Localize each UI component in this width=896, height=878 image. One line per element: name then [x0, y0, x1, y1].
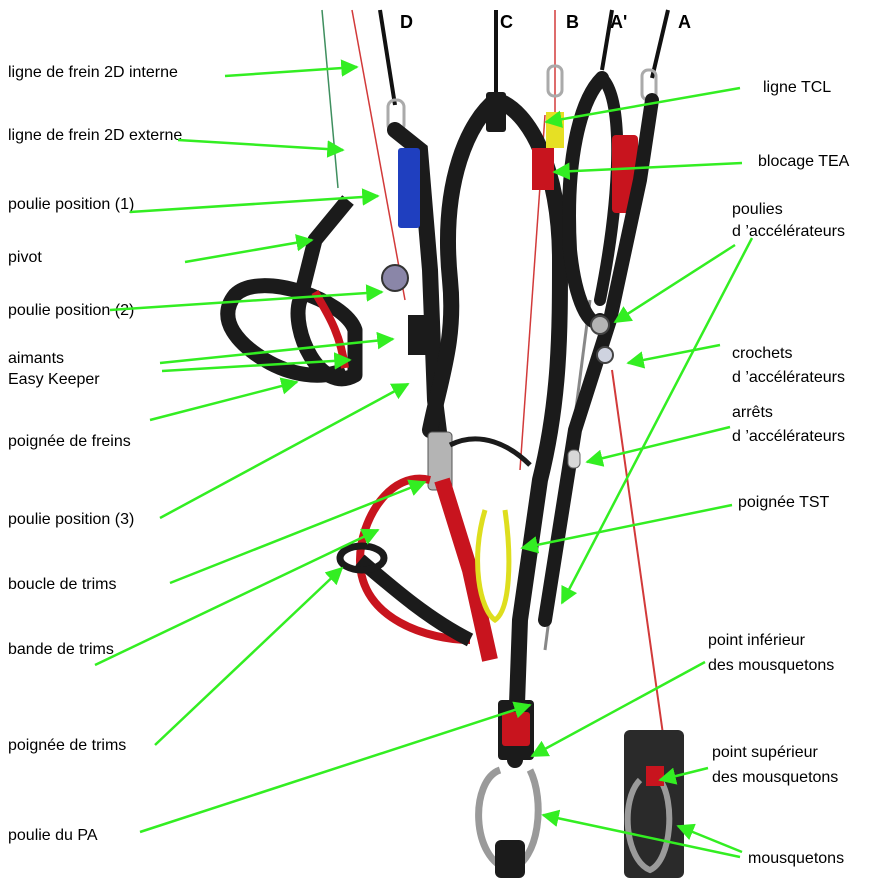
arrow-pa-pulley — [140, 705, 530, 832]
arrow-pulley-position-3 — [160, 384, 408, 518]
arrow-accel-pulleys-long — [562, 238, 752, 603]
arrow-tea-lock — [554, 163, 742, 172]
arrow-brake-line-inner — [225, 67, 357, 76]
arrow-accel-stops — [587, 427, 730, 462]
arrow-carabiners-2 — [678, 826, 742, 852]
arrow-tst-handle — [522, 505, 732, 548]
arrow-carabiner-lower — [532, 662, 705, 756]
arrow-magnets-1 — [160, 339, 393, 363]
arrow-carabiners-1 — [543, 815, 740, 857]
arrow-tcl-line — [546, 88, 740, 122]
arrow-brake-handle — [150, 382, 297, 420]
arrow-trim-handle — [155, 568, 342, 745]
arrow-pulley-position-1 — [130, 196, 378, 212]
arrow-accel-pulleys — [615, 245, 735, 322]
arrow-carabiner-upper — [660, 768, 708, 780]
arrow-trim-strap — [95, 530, 378, 665]
arrow-accel-hooks — [628, 345, 720, 363]
arrow-brake-line-outer — [178, 140, 343, 150]
arrow-pulley-position-2 — [110, 292, 382, 310]
arrow-magnets-2 — [162, 360, 350, 371]
arrow-pivot — [185, 240, 312, 262]
